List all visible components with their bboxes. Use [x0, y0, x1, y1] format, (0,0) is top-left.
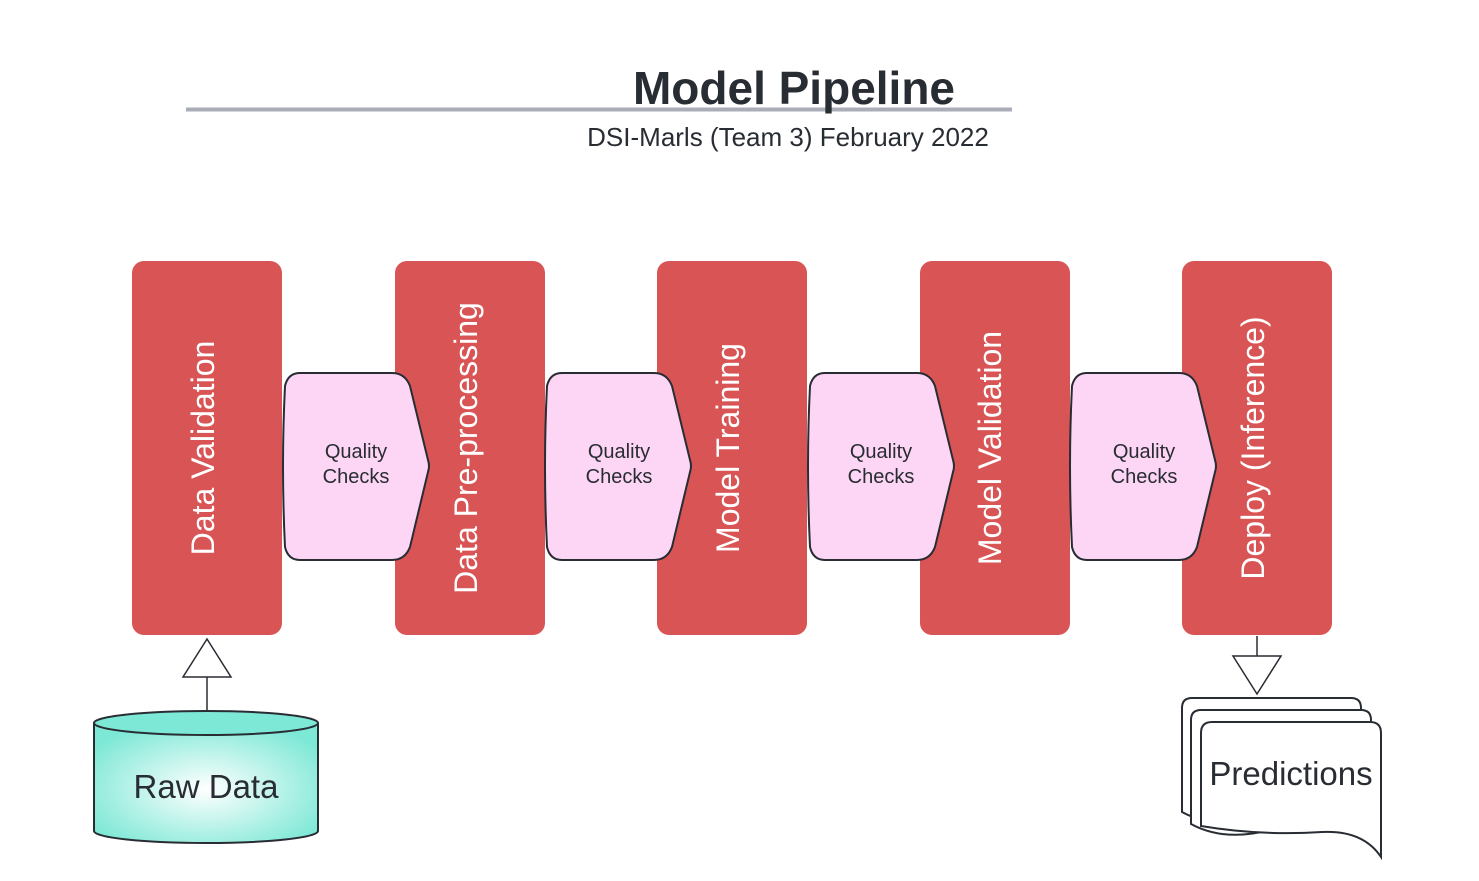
stage-label: Model Validation: [972, 331, 1008, 565]
quality-check-4: Quality Checks: [1069, 372, 1217, 561]
stage-label: Data Pre-processing: [448, 302, 484, 594]
raw-data-label: Raw Data: [134, 768, 280, 805]
stage-data-preprocessing: Data Pre-processing: [395, 261, 545, 635]
check-label-line2: Checks: [1111, 466, 1178, 488]
check-label-line1: Quality: [850, 441, 912, 463]
check-label-line2: Checks: [586, 466, 653, 488]
check-label-line1: Quality: [1113, 441, 1175, 463]
check-label-line1: Quality: [588, 441, 650, 463]
stage-label: Deploy (Inference): [1235, 316, 1271, 579]
stage-label: Model Training: [710, 343, 746, 553]
quality-check-1: Quality Checks: [282, 372, 430, 561]
stage-model-validation: Model Validation: [920, 261, 1070, 635]
input-arrow: [181, 637, 233, 712]
quality-check-3: Quality Checks: [807, 372, 955, 561]
page-subtitle: DSI-Marls (Team 3) February 2022: [587, 122, 989, 152]
stage-data-validation: Data Validation: [132, 261, 282, 635]
predictions-label: Predictions: [1209, 755, 1372, 792]
stage-label: Data Validation: [185, 341, 221, 556]
check-label-line1: Quality: [325, 441, 387, 463]
raw-data-database: Raw Data: [93, 710, 319, 844]
output-arrow: [1231, 636, 1283, 696]
stage-deploy-inference: Deploy (Inference): [1182, 261, 1332, 635]
quality-check-2: Quality Checks: [544, 372, 692, 561]
check-label-line2: Checks: [323, 466, 390, 488]
predictions-documents: Predictions: [1181, 697, 1382, 861]
page-title: Model Pipeline: [633, 62, 955, 114]
check-label-line2: Checks: [848, 466, 915, 488]
stage-model-training: Model Training: [657, 261, 807, 635]
